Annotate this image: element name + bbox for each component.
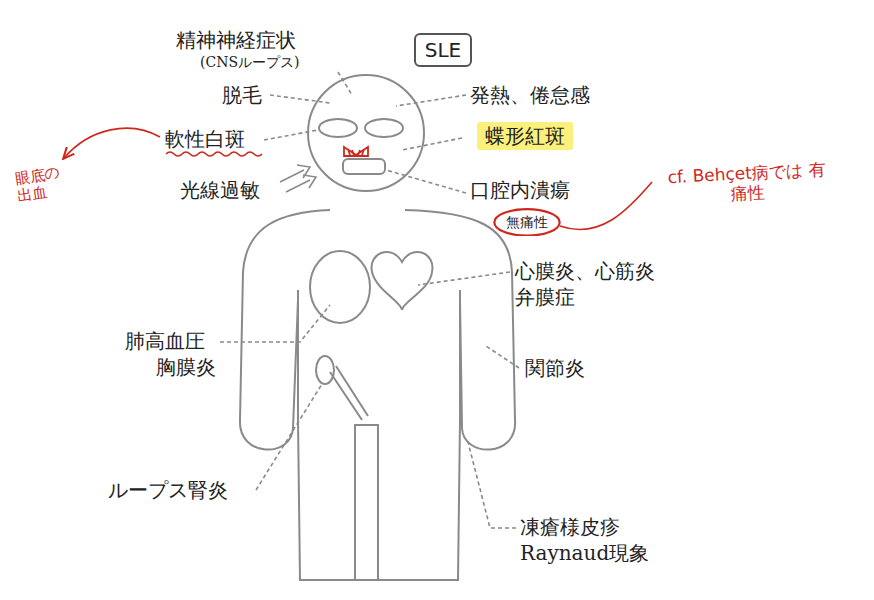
node-text: 無痛性 — [506, 214, 548, 231]
symptom-label: 脱毛 — [222, 83, 262, 107]
handwritten-note: cf. Behçet病では 有痛性 — [661, 159, 833, 209]
symptom-label: 口腔内潰瘍 — [470, 178, 570, 202]
symptom-label: 弁膜症 — [515, 285, 575, 309]
symptom-label: 凍瘡様皮疹 — [520, 515, 620, 539]
ellipse-outline — [494, 209, 559, 235]
figure-outline — [240, 75, 515, 580]
title-box: SLE — [414, 33, 472, 67]
symptom-label: 精神神経症状 — [176, 28, 296, 52]
symptom-label: 軟性白斑 — [165, 127, 245, 151]
symptom-label: 関節炎 — [525, 356, 585, 380]
symptom-label: ループス腎炎 — [108, 478, 228, 502]
symptom-label: 発熱、倦怠感 — [470, 83, 590, 107]
symptom-label: 心膜炎、心筋炎 — [515, 259, 655, 283]
symptom-label: 胸膜炎 — [156, 355, 216, 379]
light-arrow — [280, 165, 316, 192]
highlight-band: 蝶形紅斑 — [477, 122, 573, 150]
leader-line — [220, 72, 519, 528]
symptom-label: 光線過敏 — [180, 178, 260, 202]
butterfly-rash — [344, 147, 368, 156]
circled-note: 無痛性 — [493, 208, 561, 237]
symptom-label: (CNSループス) — [200, 54, 299, 71]
handwritten-note: 眼底の 出血 — [14, 163, 71, 206]
symptom-label: Raynaud現象 — [520, 541, 649, 565]
symptom-label: 肺高血圧 — [125, 329, 205, 353]
node-text: SLE — [425, 38, 461, 62]
node-text: 蝶形紅斑 — [485, 124, 565, 148]
